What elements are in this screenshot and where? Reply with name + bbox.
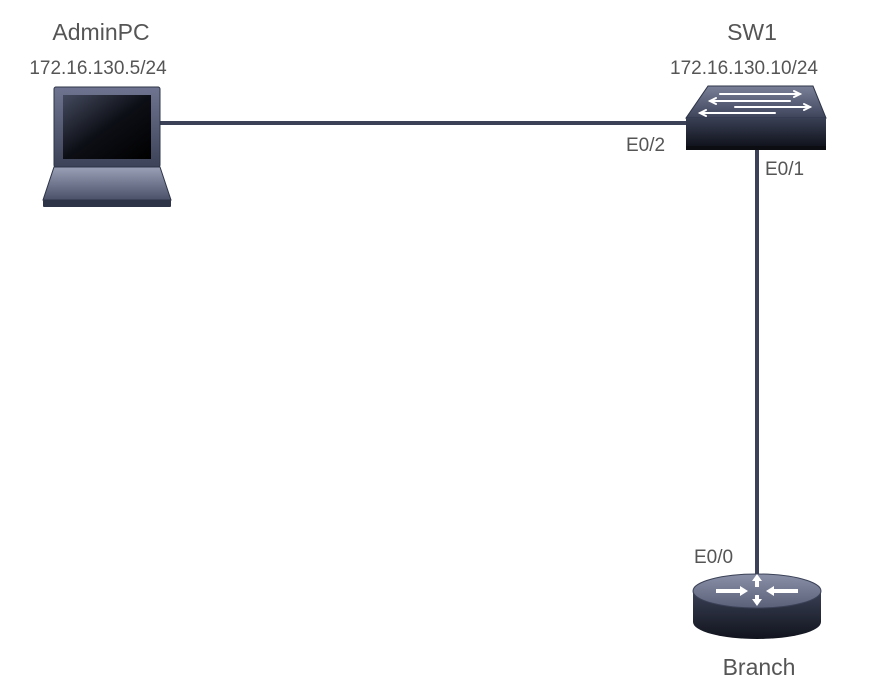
- laptop-icon[interactable]: [42, 86, 172, 207]
- adminpc-ip: 172.16.130.5/24: [29, 58, 167, 79]
- switch-icon[interactable]: [685, 85, 827, 150]
- branch-port-e0-0: E0/0: [694, 547, 733, 568]
- branch-name: Branch: [723, 654, 796, 680]
- sw1-port-e0-2: E0/2: [626, 135, 665, 156]
- adminpc-name: AdminPC: [52, 19, 149, 45]
- sw1-port-e0-1: E0/1: [765, 159, 804, 180]
- sw1-name: SW1: [727, 19, 777, 45]
- sw1-ip: 172.16.130.10/24: [670, 58, 818, 79]
- router-icon[interactable]: [692, 573, 822, 639]
